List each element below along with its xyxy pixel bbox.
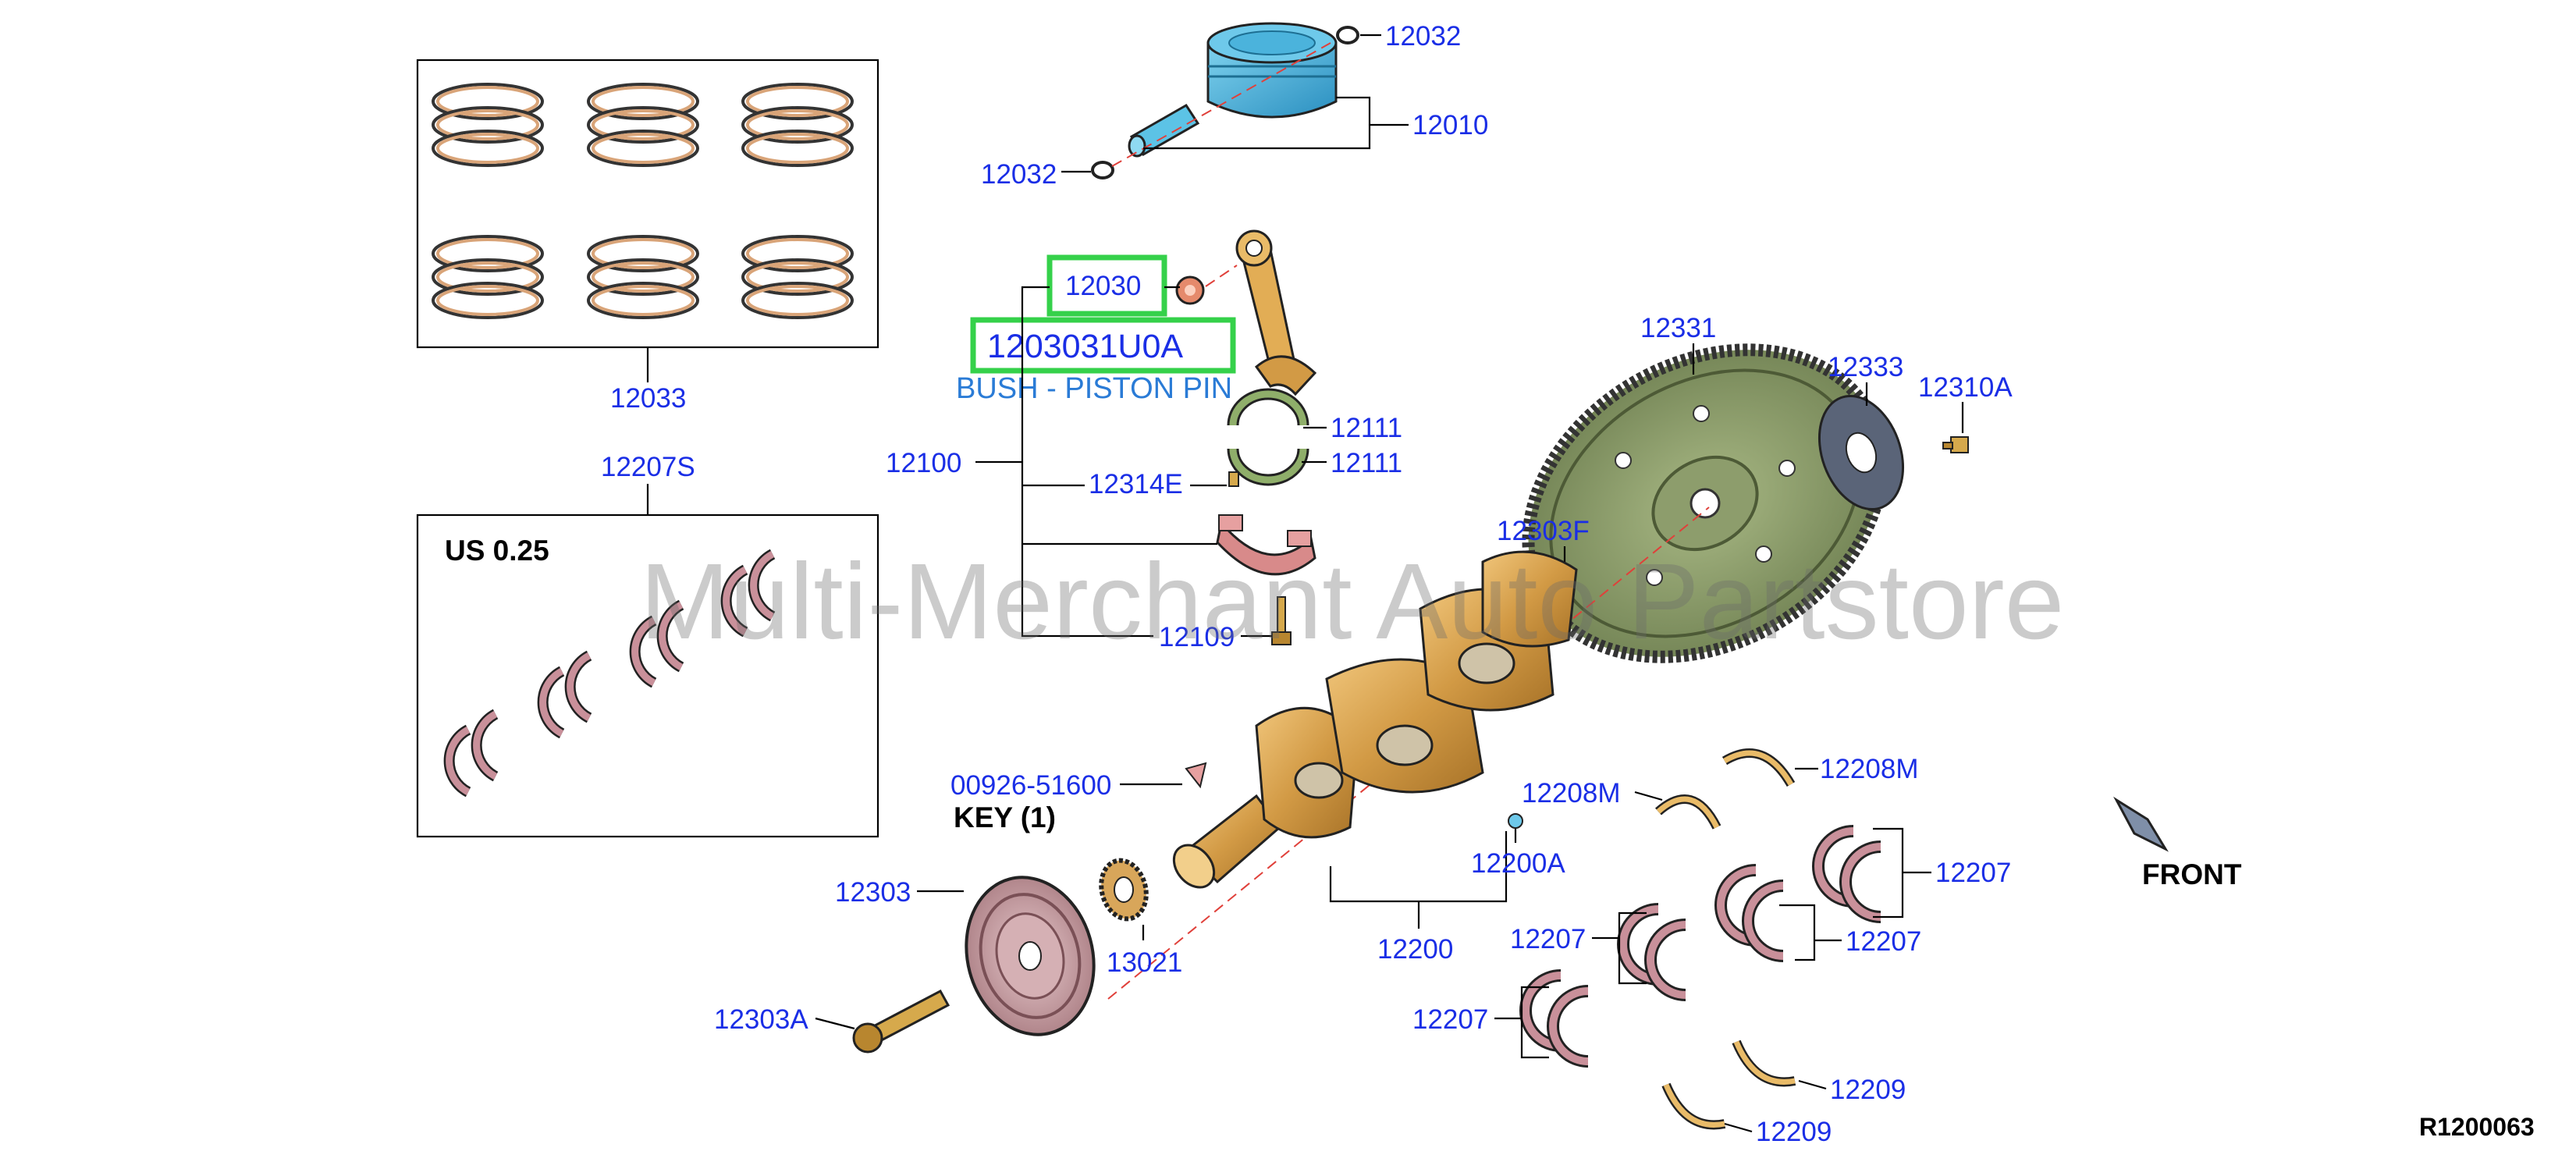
- callout-piston[interactable]: 12010: [1412, 110, 1488, 140]
- callout-snap-ring-left[interactable]: 12032: [981, 159, 1057, 190]
- callout-conrod-bush[interactable]: 12030: [1065, 271, 1141, 301]
- callout-thrust-lower-1[interactable]: 12209: [1830, 1075, 1906, 1105]
- callout-pilot-bushing[interactable]: 12303F: [1497, 516, 1590, 546]
- flywheel-plate-image: [1817, 394, 1905, 511]
- crank-sprocket-image: [1099, 858, 1149, 922]
- crank-pulley-image: [965, 876, 1096, 1036]
- callout-sprocket[interactable]: 13021: [1107, 947, 1182, 978]
- front-label: FRONT: [2142, 858, 2242, 890]
- pulley-bolt-image: [852, 989, 950, 1054]
- rod-bearing-lower-image: [1227, 448, 1309, 486]
- main-bearing-right-image: [1812, 825, 1881, 923]
- rings-box: [416, 59, 879, 349]
- flywheel-bolt-image: [1942, 436, 1969, 453]
- thrust-washer-right-image: [1721, 748, 1796, 787]
- callout-rings-box[interactable]: 12033: [610, 383, 686, 414]
- main-bearing-low-image: [1519, 969, 1589, 1068]
- callout-conrod-assembly[interactable]: 12100: [886, 448, 961, 478]
- callout-thrust-left[interactable]: 12208M: [1522, 778, 1620, 808]
- callout-crankshaft-plug[interactable]: 12200A: [1471, 848, 1565, 879]
- callout-main-bearing-low[interactable]: 12207: [1412, 1004, 1488, 1035]
- diagram-code: R1200063: [2419, 1113, 2535, 1141]
- callout-crankshaft[interactable]: 12200: [1377, 934, 1453, 965]
- callout-main-bearing-mid[interactable]: 12207: [1510, 924, 1586, 954]
- callout-crank-key[interactable]: 00926-51600: [950, 770, 1111, 801]
- piston-ring-set-image: [432, 83, 854, 319]
- callout-conrod-bolt[interactable]: 12109: [1159, 622, 1235, 652]
- thrust-lower-2-image: [1661, 1082, 1726, 1130]
- callout-bearings-box[interactable]: 12207S: [601, 452, 695, 482]
- callout-snap-ring-top[interactable]: 12032: [1385, 21, 1461, 52]
- conrod-bolt-image: [1271, 596, 1292, 645]
- watermark: Multi-Merchant Auto Partstore: [640, 542, 2064, 662]
- callout-conrod-dowel[interactable]: 12314E: [1089, 469, 1183, 499]
- crankshaft-image: [1172, 550, 1578, 889]
- callout-pulley-bolt[interactable]: 12303A: [714, 1004, 808, 1035]
- callout-rod-bearing-lower[interactable]: 12111: [1331, 448, 1402, 478]
- flywheel-image: [1522, 343, 1888, 663]
- callout-rod-bearing-upper[interactable]: 12111: [1331, 413, 1402, 443]
- thrust-lower-1-image: [1732, 1039, 1796, 1087]
- rod-bearing-upper-image: [1227, 388, 1309, 426]
- snap-ring-left-image: [1091, 161, 1114, 179]
- highlighted-part-name: BUSH - PISTON PIN: [956, 372, 1232, 405]
- thrust-washer-left-image: [1655, 794, 1721, 830]
- crank-key-image: [1185, 762, 1207, 789]
- callout-pulley[interactable]: 12303: [835, 877, 911, 908]
- callout-flywheel-bolt[interactable]: 12310A: [1918, 372, 2013, 403]
- crankshaft-plug-image: [1508, 813, 1523, 829]
- callout-thrust-lower-2[interactable]: 12209: [1756, 1117, 1832, 1147]
- highlight-box-part: [970, 317, 1236, 374]
- main-bearing-mid-image: [1617, 903, 1686, 1001]
- callout-flywheel[interactable]: 12331: [1640, 313, 1716, 343]
- callout-main-bearing-right[interactable]: 12207: [1935, 858, 2011, 888]
- callout-thrust-right[interactable]: 12208M: [1820, 754, 1918, 784]
- conrod-bush-image: [1175, 275, 1205, 305]
- main-bearing-mid-right-image: [1714, 864, 1784, 962]
- callout-flywheel-plate[interactable]: 12333: [1828, 352, 1903, 382]
- piston-pin-image: [1128, 103, 1200, 158]
- bearings-box-note: US 0.25: [445, 535, 549, 567]
- snap-ring-top-image: [1336, 26, 1359, 44]
- piston-image: [1206, 22, 1338, 119]
- callout-main-bearing-mid-right[interactable]: 12207: [1846, 926, 1921, 957]
- bearings-box: [416, 513, 879, 838]
- front-arrow-icon: [2113, 796, 2169, 852]
- connecting-rod-image: [1235, 229, 1317, 396]
- highlight-box-12030: [1046, 254, 1167, 317]
- highlighted-part-number[interactable]: 1203031U0A: [987, 328, 1183, 365]
- key-label: KEY (1): [954, 801, 1056, 833]
- conrod-dowel-image: [1228, 471, 1239, 487]
- rod-cap-image: [1216, 514, 1316, 576]
- undersize-bearing-set-image: [443, 549, 776, 798]
